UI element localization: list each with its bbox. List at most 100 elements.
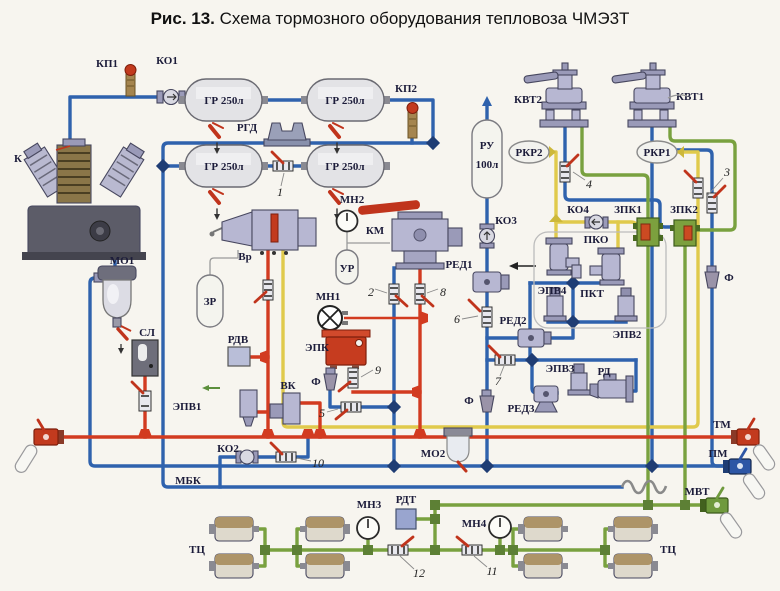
label-pko: ПКО xyxy=(584,234,609,246)
label-pm: ПМ xyxy=(709,448,729,460)
callout-9: 9 xyxy=(375,363,381,377)
label-rgd: РГД xyxy=(237,122,258,134)
label-tc-left: ТЦ xyxy=(189,544,205,556)
gauge-mn3 xyxy=(356,516,380,540)
label-mvt: МВТ xyxy=(685,486,711,498)
tc-cylinder xyxy=(300,553,350,579)
pipe-junctions xyxy=(138,135,690,555)
label-rdt: РДТ xyxy=(396,494,417,506)
reducer-red2 xyxy=(517,328,552,348)
reservoir-ur xyxy=(335,249,359,285)
label-kvt2: КВТ2 xyxy=(514,94,543,106)
rkr2-device xyxy=(508,140,550,164)
brake-cylinders-right xyxy=(518,516,658,579)
instrument-connectors xyxy=(209,232,390,276)
valve-3a xyxy=(683,169,704,199)
label-red2: РЕД2 xyxy=(499,315,527,327)
filter-f3 xyxy=(704,265,720,289)
label-gr3: ГР 250л xyxy=(204,161,243,173)
end-cock-tm xyxy=(731,417,776,471)
oil-separator-mo2 xyxy=(443,427,473,473)
check-valve-ko4 xyxy=(584,214,609,230)
figure-number: Рис. 13. xyxy=(151,9,215,28)
sl-device xyxy=(131,339,159,377)
callout-11: 11 xyxy=(486,564,497,578)
kvt1-valve xyxy=(611,62,677,128)
callout-5: 5 xyxy=(319,406,325,420)
label-rkr2: РКР2 xyxy=(516,147,543,159)
rdt-device xyxy=(395,508,417,530)
reservoir-gr2 xyxy=(301,78,390,122)
zpk1-valve xyxy=(633,217,663,247)
label-epv3: ЭПВ3 xyxy=(546,363,575,375)
label-gr2: ГР 250л xyxy=(325,95,364,107)
label-f2: Ф xyxy=(464,395,474,407)
callout-4: 4 xyxy=(586,177,592,191)
compressor xyxy=(22,138,146,260)
callout-1: 1 xyxy=(277,185,283,199)
label-red3: РЕД3 xyxy=(507,403,535,415)
valve-7 xyxy=(487,344,516,366)
label-f1: Ф xyxy=(311,376,321,388)
label-mn4: МН4 xyxy=(462,518,487,530)
valve-12 xyxy=(387,535,415,556)
end-cock-mvt xyxy=(700,486,743,539)
epv3-device xyxy=(567,363,591,396)
label-epv4: ЭПВ4 xyxy=(538,285,567,297)
reservoir-gr1 xyxy=(179,78,268,122)
flow-arrow-pko xyxy=(509,262,536,270)
circuit-outline xyxy=(533,231,667,329)
callout-10: 10 xyxy=(312,456,324,470)
label-ko2: КО2 xyxy=(217,443,239,455)
label-vr: Вр xyxy=(238,251,251,263)
label-zpk2: ЗПК2 xyxy=(670,204,698,216)
filter-f1 xyxy=(323,367,338,391)
safety-valve-kp2 xyxy=(406,102,419,139)
check-valve-ko3 xyxy=(478,223,496,249)
air-distributor-vr xyxy=(209,209,317,255)
tank-drain-valves xyxy=(208,122,344,220)
vk-device xyxy=(269,392,301,425)
end-cock-pm xyxy=(723,447,766,500)
label-ur: УР xyxy=(340,263,355,275)
reservoir-gr3 xyxy=(179,144,268,188)
flex-hose-squiggle xyxy=(620,479,668,495)
label-mo1: МО1 xyxy=(110,255,134,267)
rdv-device xyxy=(227,346,251,367)
label-epv2: ЭПВ2 xyxy=(613,329,642,341)
km-brake-valve xyxy=(358,200,463,270)
label-tm: ТМ xyxy=(713,419,731,431)
label-gr4: ГР 250л xyxy=(325,161,364,173)
callout-2: 2 xyxy=(368,285,374,299)
compressor-cylinder-right xyxy=(99,142,145,198)
epv4-device xyxy=(543,287,567,322)
shutoff-valves xyxy=(253,150,727,556)
figure-caption: Схема тормозного оборудования тепловоза … xyxy=(215,9,630,28)
valve-4 xyxy=(559,153,580,183)
valve-9 xyxy=(337,367,359,393)
label-rdv: РДВ xyxy=(228,334,249,346)
safety-valve-kp1 xyxy=(124,64,137,97)
sl-valve xyxy=(130,380,152,412)
rd-device xyxy=(589,373,634,403)
label-mbk: МБК xyxy=(175,475,201,487)
callout-3: 3 xyxy=(723,165,730,179)
epv1-device xyxy=(239,389,258,427)
reservoir-zr xyxy=(196,274,224,328)
tc-cylinder xyxy=(300,516,350,542)
kvt2-valve xyxy=(523,62,589,128)
reducer-red1 xyxy=(472,271,510,293)
tc-cylinder xyxy=(209,553,259,579)
label-rkr1: РКР1 xyxy=(644,147,671,159)
label-mo2: МО2 xyxy=(421,448,446,460)
zpk2-valve xyxy=(670,219,700,247)
pko-device xyxy=(545,237,582,279)
valve-1 xyxy=(270,150,294,172)
gauge-mn4 xyxy=(488,515,512,539)
vk-arrow xyxy=(202,385,220,391)
tc-cylinder xyxy=(209,516,259,542)
label-zpk1: ЗПК1 xyxy=(614,204,642,216)
label-ko1: КО1 xyxy=(156,55,178,67)
label-mn2: МН2 xyxy=(340,194,365,206)
label-ko3: КО3 xyxy=(495,215,517,227)
